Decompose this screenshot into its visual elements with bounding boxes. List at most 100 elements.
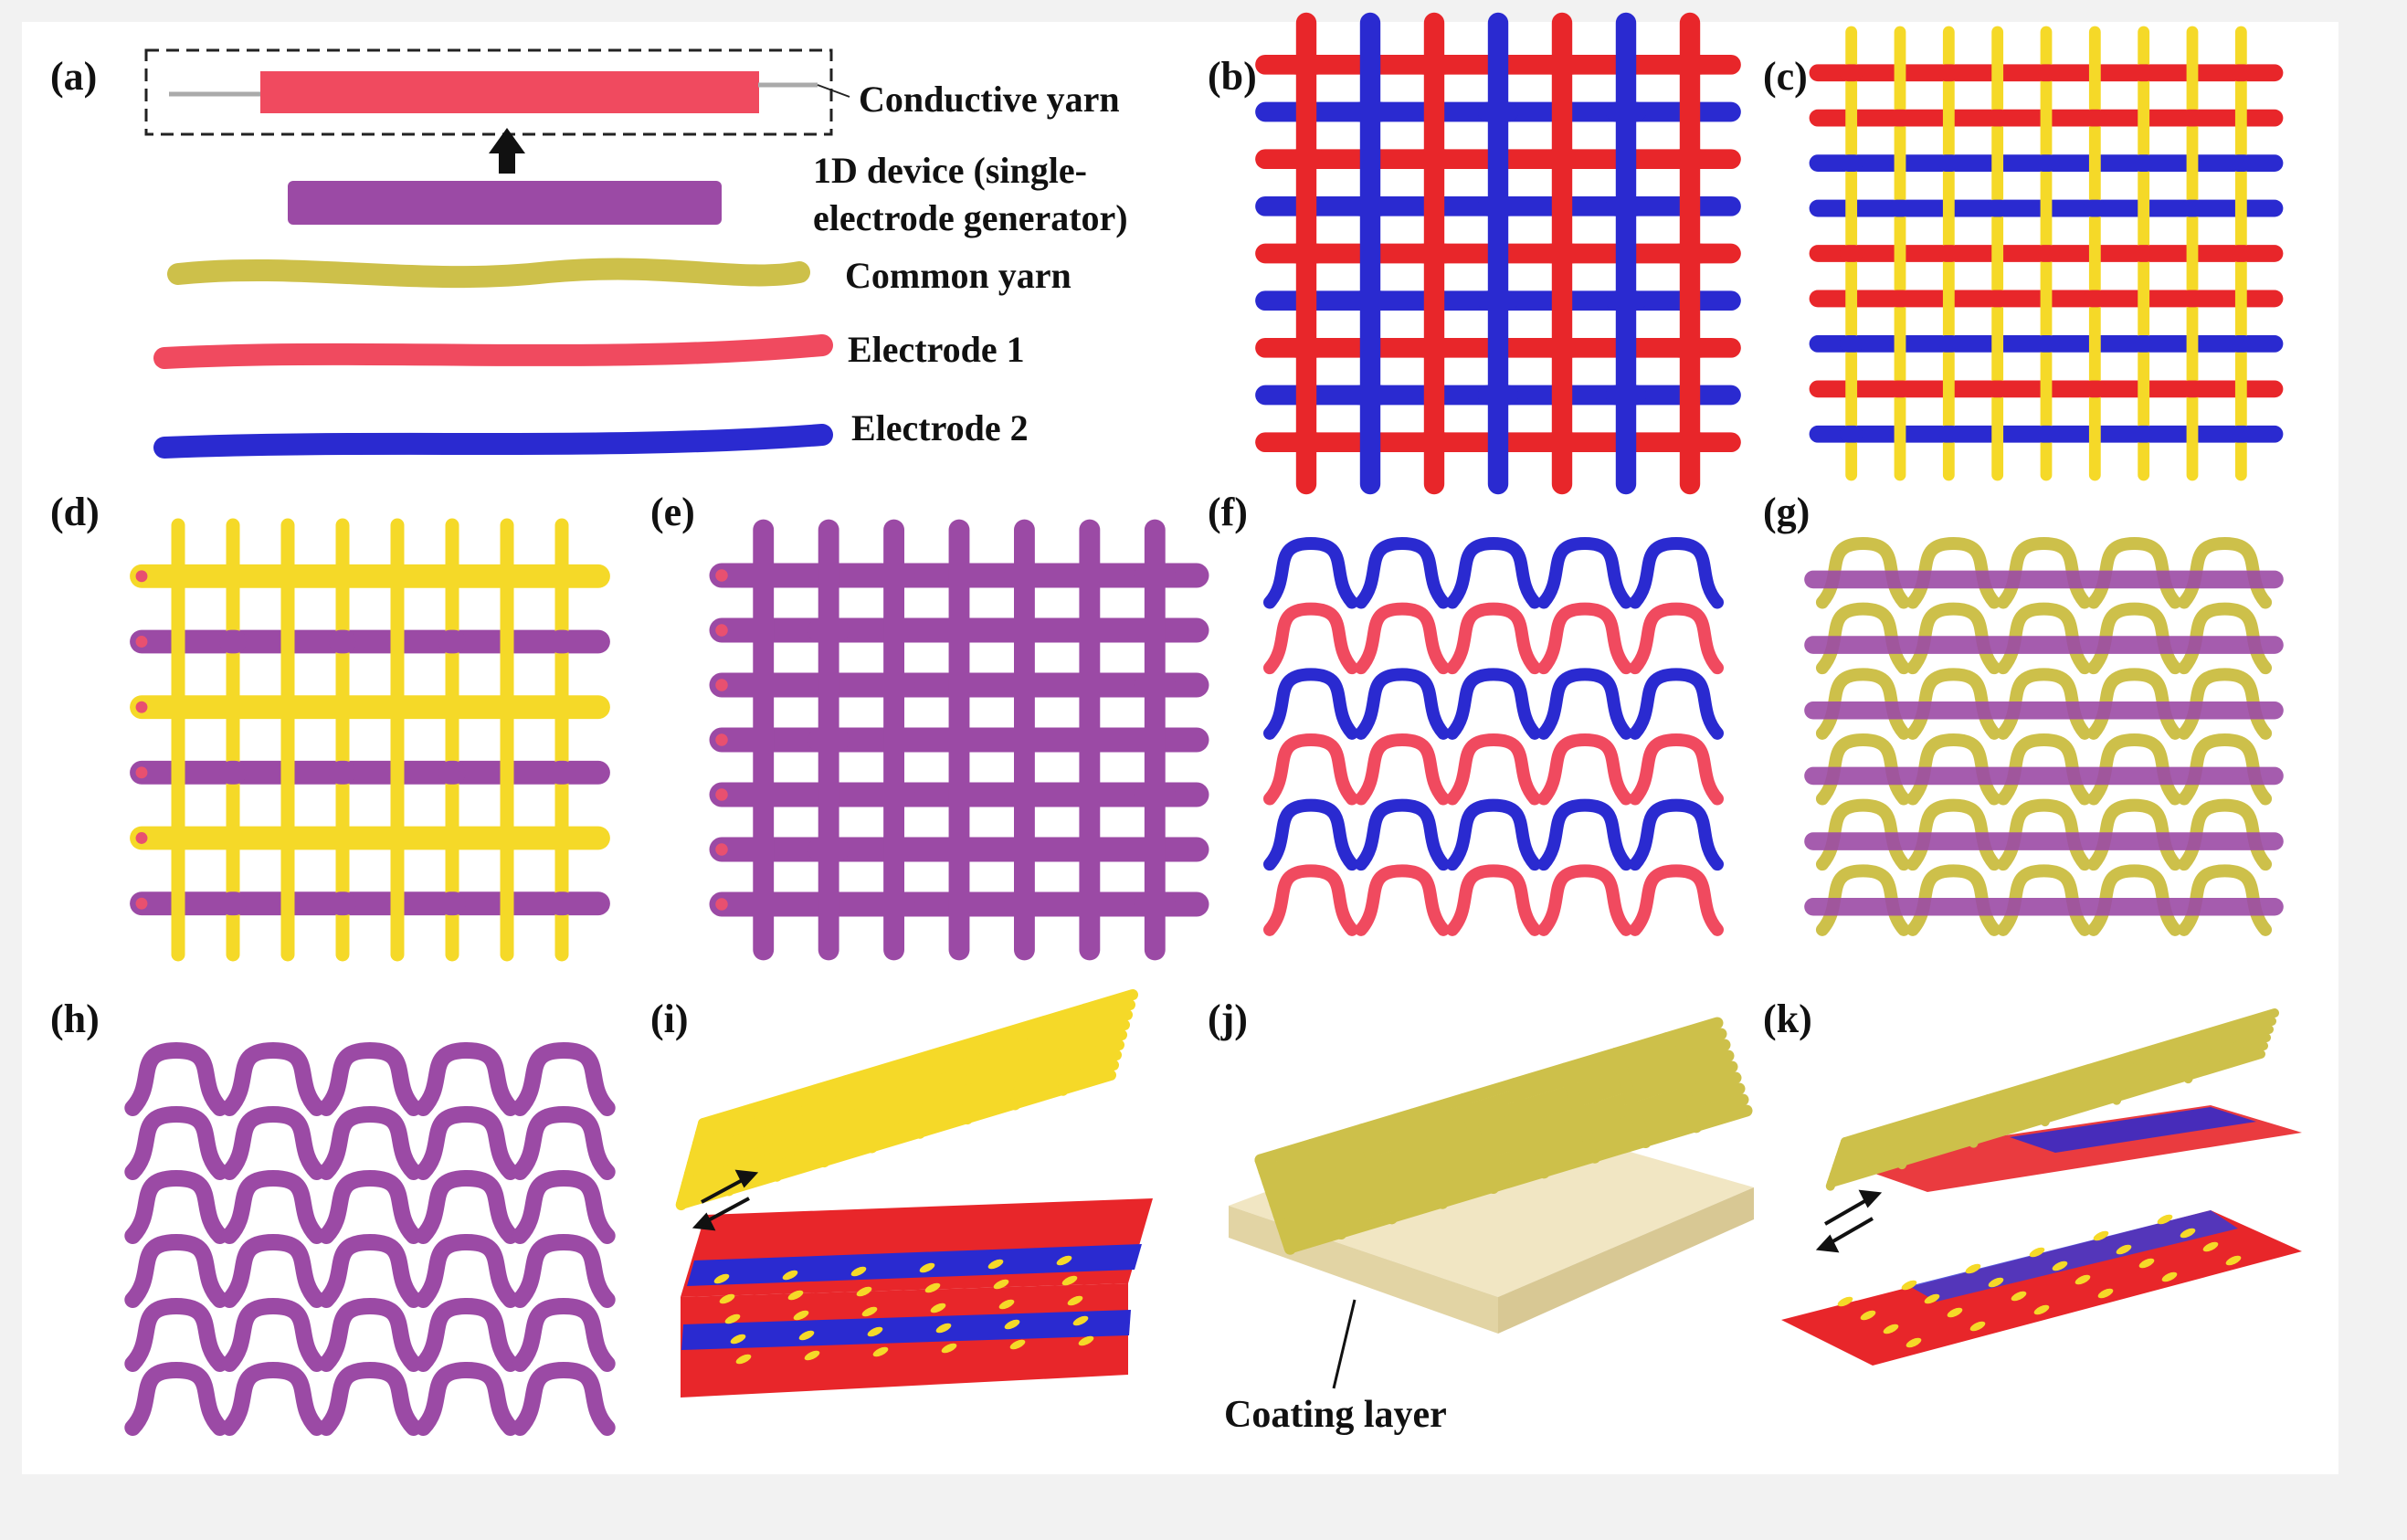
surface-dot — [1906, 1337, 1922, 1348]
weft-over-segment — [274, 564, 301, 588]
mesh-yarn — [2183, 1029, 2208, 1084]
surface-dot — [2202, 1241, 2219, 1252]
woven-fabric-electrodes-common-warp — [1809, 26, 2284, 481]
panel-e: (e) — [650, 490, 1209, 961]
surface-dot — [798, 1330, 815, 1341]
weft-over-segment — [274, 826, 301, 850]
weft-over-segment — [1477, 290, 1519, 311]
panel-label-a: (a) — [50, 54, 97, 99]
knit-loop — [318, 1105, 422, 1180]
weft-over-segment — [1541, 337, 1583, 358]
surface-dot — [2225, 1255, 2242, 1266]
weft-over-segment — [1888, 290, 1912, 308]
yarn-end-cap — [135, 832, 148, 844]
surface-dot — [782, 1270, 798, 1281]
zoom-box — [144, 48, 833, 136]
surface-dot — [2097, 1288, 2114, 1299]
surface-dot — [1072, 1315, 1089, 1326]
surface-dot — [1965, 1263, 1981, 1274]
weft-over-segment — [164, 826, 192, 850]
weft-over-segment — [384, 564, 411, 588]
yarn-end-cap — [135, 570, 148, 583]
surface-dot — [1078, 1335, 1094, 1346]
mesh-yarn — [1660, 1032, 1703, 1134]
weft-over-segment — [1285, 337, 1327, 358]
weft-over-segment — [493, 826, 521, 850]
surface-dot — [2011, 1291, 2027, 1302]
knit-loop — [1537, 602, 1632, 675]
weft-over-segment — [438, 629, 466, 654]
weft-over-segment — [1937, 245, 1961, 262]
weft-over-segment — [1669, 432, 1711, 453]
knit-loop — [124, 1233, 228, 1308]
weft-over-segment — [1541, 243, 1583, 264]
knit-loop — [1446, 798, 1541, 871]
weft-over-segment — [1003, 672, 1046, 698]
surface-dot — [2138, 1258, 2155, 1269]
weft-over-segment — [2034, 334, 2058, 353]
panel-d: (d) — [50, 490, 610, 962]
woven-fabric-device-weft — [130, 518, 610, 962]
weft-over-segment — [742, 782, 785, 807]
knit-loop — [1446, 864, 1541, 936]
weft-over-segment — [2229, 334, 2254, 353]
weft-over-segment — [1413, 337, 1455, 358]
mesh-yarn — [1269, 1060, 1738, 1210]
knit-loop — [415, 1169, 519, 1244]
yarn-end-cap — [715, 898, 728, 911]
surface-dot — [2052, 1260, 2068, 1271]
weft-over-segment — [1985, 109, 2010, 127]
panel-label-j: (j) — [1208, 997, 1248, 1041]
surface-dot — [1061, 1275, 1078, 1286]
knit-loop — [512, 1297, 616, 1372]
bottom-sheet-blue-k — [1909, 1210, 2238, 1302]
knit-loop — [221, 1297, 325, 1372]
weft-over-segment — [1937, 425, 1961, 443]
surface-dot — [2033, 1304, 2050, 1315]
weft-over-segment — [548, 760, 575, 785]
weft-over-segment — [1413, 149, 1455, 170]
weft-over-segment — [1003, 782, 1046, 807]
mesh-yarn — [1283, 1104, 1753, 1254]
knit-loop — [221, 1361, 325, 1436]
surface-dot — [2116, 1244, 2132, 1255]
surface-dot — [1067, 1295, 1083, 1306]
weft-over-segment — [1888, 380, 1912, 398]
surface-dot — [998, 1299, 1015, 1310]
top-mesh-k — [1825, 1008, 2279, 1191]
panel-label-f: (f) — [1208, 490, 1248, 534]
label-device-line2: electrode generator) — [813, 197, 1128, 238]
weft-over-segment — [1937, 154, 1961, 173]
weft-over-segment — [1605, 385, 1647, 406]
weft-over-segment — [219, 891, 247, 916]
yarn-end-cap — [715, 788, 728, 801]
weft-over-segment — [872, 563, 915, 588]
yarn-end-cap — [135, 701, 148, 713]
surface-dot — [1924, 1293, 1940, 1304]
knit-loop — [1537, 798, 1632, 871]
weft-over-segment — [2180, 380, 2204, 398]
mesh-yarn — [681, 1050, 1122, 1189]
surface-dot — [793, 1310, 809, 1321]
weft-over-segment — [1605, 101, 1647, 122]
weft-over-segment — [2229, 425, 2254, 443]
weft-over-segment — [1605, 290, 1647, 311]
yarn-end-cap — [135, 766, 148, 779]
yarn-end-cap — [715, 733, 728, 746]
weft-over-segment — [1669, 54, 1711, 75]
surface-dot — [850, 1266, 867, 1277]
surface-dot — [724, 1313, 741, 1324]
knit-loop — [221, 1233, 325, 1308]
weft-over-segment — [808, 837, 850, 862]
panel-f: (f) — [1208, 490, 1724, 936]
weft-over-segment — [872, 782, 915, 807]
knit-loop — [1629, 536, 1724, 609]
weft-over-segment — [1985, 199, 2010, 217]
weft-over-segment — [548, 629, 575, 654]
weft-over-segment — [329, 891, 356, 916]
knit-loop — [1355, 733, 1450, 806]
panel-a: (a) Conductive yarn 1D device (single- e… — [50, 48, 1128, 459]
weft-over-segment — [329, 760, 356, 785]
surface-dot — [993, 1279, 1009, 1290]
